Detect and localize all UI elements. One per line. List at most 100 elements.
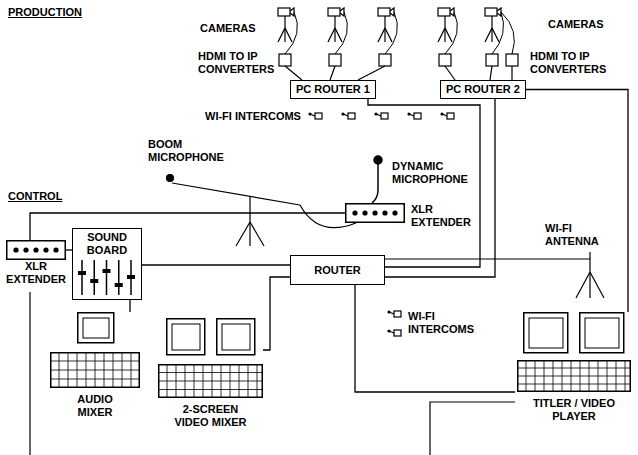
keyboard bbox=[51, 353, 140, 388]
keyboard-grid bbox=[239, 365, 240, 397]
monitor-screen bbox=[585, 318, 619, 348]
fader-knob bbox=[103, 269, 111, 273]
keyboard-grid bbox=[95, 353, 96, 387]
mic-cable bbox=[372, 190, 378, 203]
fader-knob bbox=[127, 275, 135, 279]
node-text: AUDIO MIXER bbox=[68, 393, 123, 419]
keyboard-grid bbox=[159, 389, 262, 390]
node-text: ROUTER bbox=[314, 264, 360, 277]
monitor-screen bbox=[83, 318, 109, 338]
fader-track bbox=[81, 260, 83, 295]
boom-stand bbox=[249, 222, 250, 246]
boom-pole bbox=[172, 183, 300, 205]
node-text: 2-SCREEN VIDEO MIXER bbox=[171, 403, 251, 429]
keyboard-grid bbox=[131, 353, 132, 387]
section-heading: CONTROL bbox=[8, 190, 62, 203]
outgoing-wire bbox=[29, 292, 30, 455]
intercom-icon bbox=[375, 113, 388, 119]
converter-wire bbox=[330, 66, 335, 80]
camera bbox=[485, 8, 501, 42]
network-cable bbox=[526, 90, 628, 313]
part-label: HDMI TO IP CONVERTERS bbox=[530, 50, 602, 76]
keyboard-grid bbox=[589, 361, 590, 391]
network-cable bbox=[355, 285, 515, 392]
hdmi-converter bbox=[329, 54, 341, 66]
network-cable bbox=[142, 264, 290, 265]
fader-knob bbox=[78, 271, 86, 275]
xlr-socket bbox=[13, 247, 18, 252]
monitor bbox=[580, 313, 624, 353]
converter-wire bbox=[490, 66, 492, 80]
keyboard-grid bbox=[167, 365, 168, 397]
intercom-icon bbox=[441, 113, 454, 119]
hdmi-converter bbox=[506, 54, 518, 66]
keyboard bbox=[518, 361, 631, 392]
keyboard-grid bbox=[221, 365, 222, 397]
monitor bbox=[78, 313, 114, 343]
antenna-leg bbox=[576, 272, 590, 298]
monitor-screen bbox=[529, 318, 563, 348]
keyboard-grid bbox=[104, 353, 105, 387]
part-label: WI-FI INTERCOMS bbox=[408, 310, 478, 336]
hdmi-converter bbox=[439, 54, 451, 66]
part-label: CAMERAS bbox=[200, 22, 256, 35]
converter-wire bbox=[285, 66, 302, 80]
converter-wire bbox=[511, 66, 512, 80]
node-text: XLR EXTENDER bbox=[411, 203, 473, 229]
xlr-box-art bbox=[345, 203, 405, 223]
dynamic-mic bbox=[374, 156, 382, 164]
video-mixer: 2-SCREEN VIDEO MIXER bbox=[158, 318, 263, 429]
keyboard-grid bbox=[553, 361, 554, 391]
monitor-screen bbox=[172, 324, 200, 350]
hdmi-converter bbox=[486, 54, 498, 66]
keyboard-grid bbox=[77, 353, 78, 387]
monitor-screen bbox=[222, 324, 250, 350]
antenna-leg bbox=[590, 272, 604, 298]
workstation-art bbox=[158, 318, 263, 400]
keyboard-grid bbox=[185, 365, 186, 397]
sound-board: SOUND BOARD bbox=[72, 228, 142, 300]
intercom-icon bbox=[388, 311, 401, 317]
xlr-socket bbox=[23, 247, 28, 252]
router-box: PC ROUTER 2 bbox=[440, 80, 526, 99]
node-text: TITLER / VIDEO PLAYER bbox=[528, 397, 620, 423]
boom-stand bbox=[250, 222, 264, 246]
node-text: PC ROUTER 2 bbox=[446, 83, 520, 96]
monitor bbox=[167, 319, 205, 355]
workstation-art bbox=[50, 312, 140, 390]
keyboard-grid bbox=[625, 361, 626, 391]
keyboard bbox=[159, 365, 263, 398]
fader-track bbox=[118, 260, 120, 295]
xlr-socket bbox=[362, 210, 367, 215]
keyboard-grid bbox=[248, 365, 249, 397]
network-cable bbox=[368, 99, 480, 267]
node-text: SOUND BOARD bbox=[82, 231, 132, 257]
fader-track bbox=[106, 260, 108, 295]
keyboard-grid bbox=[607, 361, 608, 391]
router-box: PC ROUTER 1 bbox=[290, 80, 376, 99]
keyboard-grid bbox=[194, 365, 195, 397]
keyboard-grid bbox=[562, 361, 563, 391]
keyboard-grid bbox=[544, 361, 545, 391]
part-label: HDMI TO IP CONVERTERS bbox=[198, 50, 270, 76]
converter-wire bbox=[358, 66, 385, 80]
titler-video-player: TITLER / VIDEO PLAYER bbox=[515, 312, 633, 423]
xlr-socket bbox=[372, 210, 377, 215]
network-cable bbox=[263, 277, 290, 350]
intercom-icon bbox=[388, 330, 401, 336]
hdmi-converter bbox=[279, 54, 291, 66]
xlr-box bbox=[346, 204, 405, 223]
xlr-box-art bbox=[6, 240, 66, 260]
keyboard-grid bbox=[230, 365, 231, 397]
keyboard-grid bbox=[212, 365, 213, 397]
camera-cable bbox=[385, 12, 397, 54]
fader-knob bbox=[115, 283, 123, 287]
keyboard-grid bbox=[598, 361, 599, 391]
camera-cable bbox=[285, 12, 297, 54]
xlr-socket bbox=[352, 210, 357, 215]
part-label: WI-FI INTERCOMS bbox=[205, 110, 301, 123]
keyboard-grid bbox=[203, 365, 204, 397]
boom-mic bbox=[167, 175, 174, 182]
keyboard-grid bbox=[176, 365, 177, 397]
part-label: CAMERAS bbox=[548, 18, 604, 31]
